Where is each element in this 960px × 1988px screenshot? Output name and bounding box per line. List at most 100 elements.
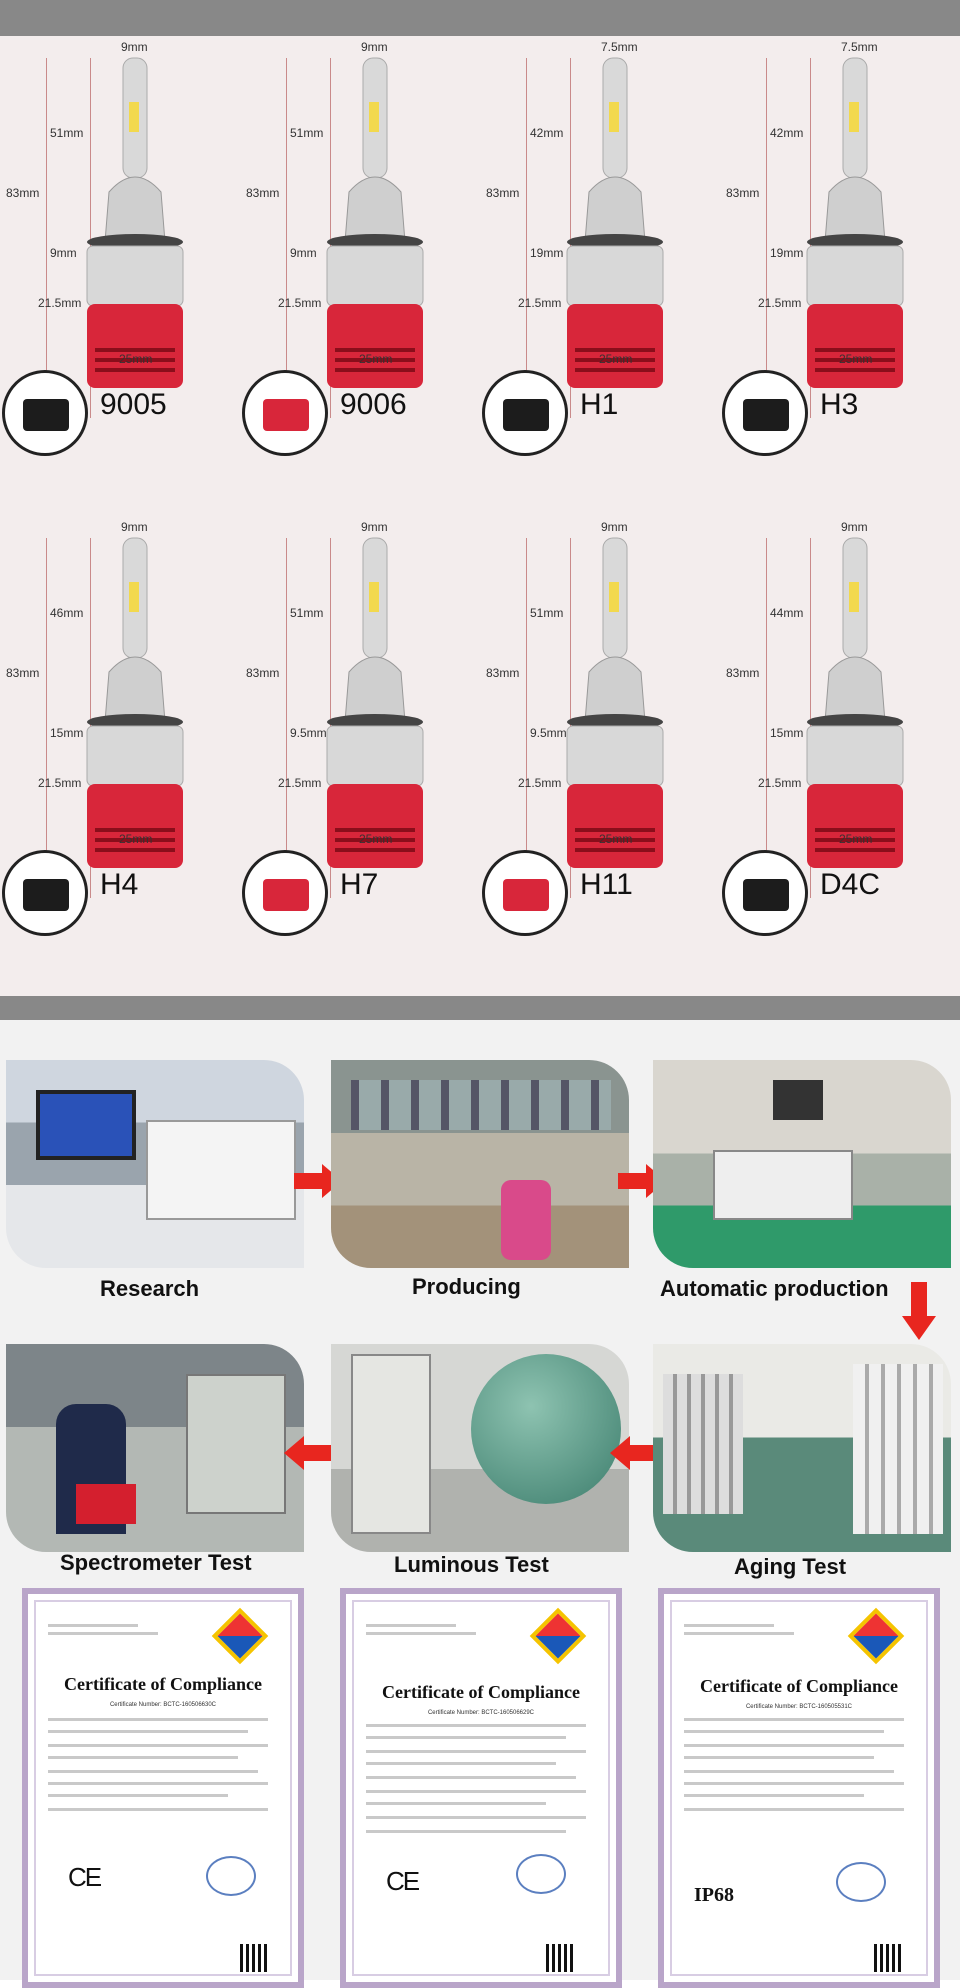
led-bulb-icon <box>566 57 664 388</box>
upper-length-label: 51mm <box>290 126 324 140</box>
total-length-label: 83mm <box>246 186 280 200</box>
lower-length-label: 21.5mm <box>38 776 82 790</box>
lower-length-label: 21.5mm <box>38 296 82 310</box>
base-width-label: 25mm <box>839 832 873 846</box>
factory-process-section: Research Producing Automatic production … <box>0 1020 960 1988</box>
model-label: H11 <box>580 868 633 901</box>
led-bulb-icon <box>566 537 664 868</box>
total-length-label: 83mm <box>6 186 40 200</box>
connector-plug-icon <box>722 850 808 936</box>
middle-length-label: 9mm <box>50 246 77 260</box>
total-length-label: 83mm <box>486 666 520 680</box>
qr-code-icon <box>240 1944 268 1972</box>
led-bulb-icon <box>86 57 184 388</box>
middle-length-label: 15mm <box>770 726 804 740</box>
led-bulb-icon <box>326 57 424 388</box>
connector-plug-icon <box>2 850 88 936</box>
certificate-number: Certificate Number: BCTC-160505531C <box>745 1704 853 1710</box>
upper-length-label: 44mm <box>770 606 804 620</box>
certificate-title: Certificate of Compliance <box>64 1674 262 1694</box>
top-width-label: 9mm <box>841 520 868 534</box>
aging-test-photo <box>653 1344 951 1552</box>
certificate-title: Certificate of Compliance <box>700 1676 898 1696</box>
certificate-number: Certificate Number: BCTC-160506629C <box>427 1710 535 1716</box>
total-length-label: 83mm <box>246 666 280 680</box>
automatic-production-caption: Automatic production <box>660 1276 889 1301</box>
certificate-ce-2: Certificate of Compliance Certificate Nu… <box>340 1588 622 1988</box>
middle-length-label: 19mm <box>530 246 564 260</box>
model-label: H3 <box>820 388 859 421</box>
total-length-label: 83mm <box>726 186 760 200</box>
total-length-label: 83mm <box>726 666 760 680</box>
total-length-label: 83mm <box>6 666 40 680</box>
led-bulb-icon <box>86 537 184 868</box>
model-label: H1 <box>580 388 619 421</box>
certificate-ce-1: Certificate of Compliance Certificate Nu… <box>22 1588 304 1988</box>
upper-length-label: 42mm <box>530 126 564 140</box>
ce-mark: CE <box>68 1862 102 1892</box>
top-width-label: 7.5mm <box>841 40 878 54</box>
top-width-label: 9mm <box>601 520 628 534</box>
stamp-icon <box>836 1862 886 1902</box>
led-bulb-icon <box>806 537 904 868</box>
middle-length-label: 9mm <box>290 246 317 260</box>
lower-length-label: 21.5mm <box>758 296 802 310</box>
lower-length-label: 21.5mm <box>758 776 802 790</box>
upper-length-label: 46mm <box>50 606 84 620</box>
stamp-icon <box>206 1856 256 1896</box>
middle-length-label: 9.5mm <box>290 726 327 740</box>
producing-caption: Producing <box>412 1274 521 1299</box>
base-width-label: 25mm <box>599 832 633 846</box>
base-width-label: 25mm <box>839 352 873 366</box>
qr-code-icon <box>874 1944 902 1972</box>
lower-length-label: 21.5mm <box>518 296 562 310</box>
total-length-label: 83mm <box>486 186 520 200</box>
middle-length-label: 19mm <box>770 246 804 260</box>
led-bulb-icon <box>326 537 424 868</box>
arrow-right-icon <box>294 1164 342 1198</box>
luminous-test-photo <box>331 1344 629 1552</box>
qr-code-icon <box>546 1944 574 1972</box>
arrow-down-icon <box>902 1282 936 1340</box>
connector-plug-icon <box>2 370 88 456</box>
base-width-label: 25mm <box>119 832 153 846</box>
top-width-label: 9mm <box>121 40 148 54</box>
top-width-label: 9mm <box>361 40 388 54</box>
aging-test-caption: Aging Test <box>734 1554 847 1579</box>
top-gray-bar <box>0 0 960 36</box>
upper-length-label: 51mm <box>290 606 324 620</box>
research-caption: Research <box>100 1276 200 1301</box>
model-label: 9006 <box>340 388 407 421</box>
base-width-label: 25mm <box>359 832 393 846</box>
lower-length-label: 21.5mm <box>278 776 322 790</box>
base-width-label: 25mm <box>599 352 633 366</box>
upper-length-label: 51mm <box>50 126 84 140</box>
lower-length-label: 21.5mm <box>518 776 562 790</box>
automatic-production-photo <box>653 1060 951 1268</box>
upper-length-label: 51mm <box>530 606 564 620</box>
connector-plug-icon <box>482 850 568 936</box>
connector-plug-icon <box>482 370 568 456</box>
base-width-label: 25mm <box>359 352 393 366</box>
led-bulb-icon <box>806 57 904 388</box>
middle-length-label: 9.5mm <box>530 726 567 740</box>
base-width-label: 25mm <box>119 352 153 366</box>
lower-length-label: 21.5mm <box>278 296 322 310</box>
connector-plug-icon <box>722 370 808 456</box>
connector-plug-icon <box>242 850 328 936</box>
model-label: D4C <box>820 868 881 901</box>
upper-length-label: 42mm <box>770 126 804 140</box>
spectrometer-test-caption: Spectrometer Test <box>60 1550 252 1575</box>
top-width-label: 9mm <box>121 520 148 534</box>
arrow-left-icon <box>284 1436 332 1470</box>
model-label: H7 <box>340 868 379 901</box>
stamp-icon <box>516 1854 566 1894</box>
